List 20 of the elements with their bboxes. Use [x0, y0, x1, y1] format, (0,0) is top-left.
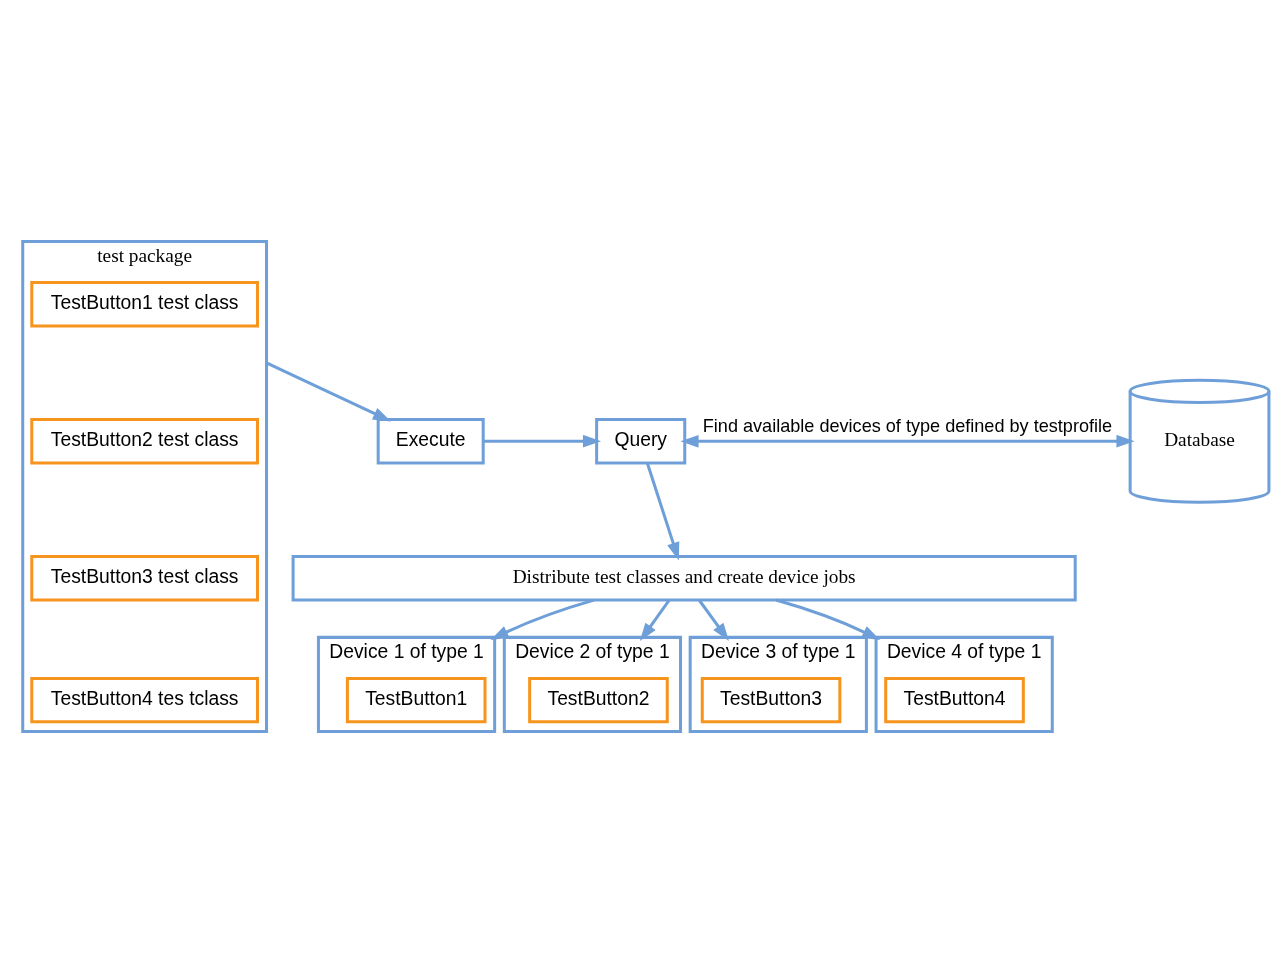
arrow — [680, 434, 1135, 448]
node-box: TestButton3 test class — [30, 555, 259, 602]
node-box: Query — [595, 418, 687, 465]
node-box: Distribute test classes and create device jobs — [291, 555, 1077, 602]
arrow — [639, 599, 671, 642]
node-box: TestButton3 — [700, 676, 842, 724]
arrow — [265, 361, 392, 422]
node-box: Execute — [376, 418, 485, 465]
arrow — [483, 434, 602, 448]
node-box: TestButton4 tes tclass — [30, 676, 259, 724]
arrow — [490, 598, 595, 641]
node-box: TestButton1 test class — [30, 281, 259, 328]
arrow — [775, 598, 881, 641]
arrow — [646, 463, 680, 561]
node-box: TestButton2 test class — [30, 418, 259, 465]
arrow — [698, 599, 729, 642]
edge-label: Find available devices of type defined by testprofile — [702, 415, 1113, 436]
node-box: TestButton2 — [528, 676, 669, 724]
node-box: TestButton1 — [345, 676, 487, 724]
node-box: TestButton4 — [884, 676, 1025, 724]
